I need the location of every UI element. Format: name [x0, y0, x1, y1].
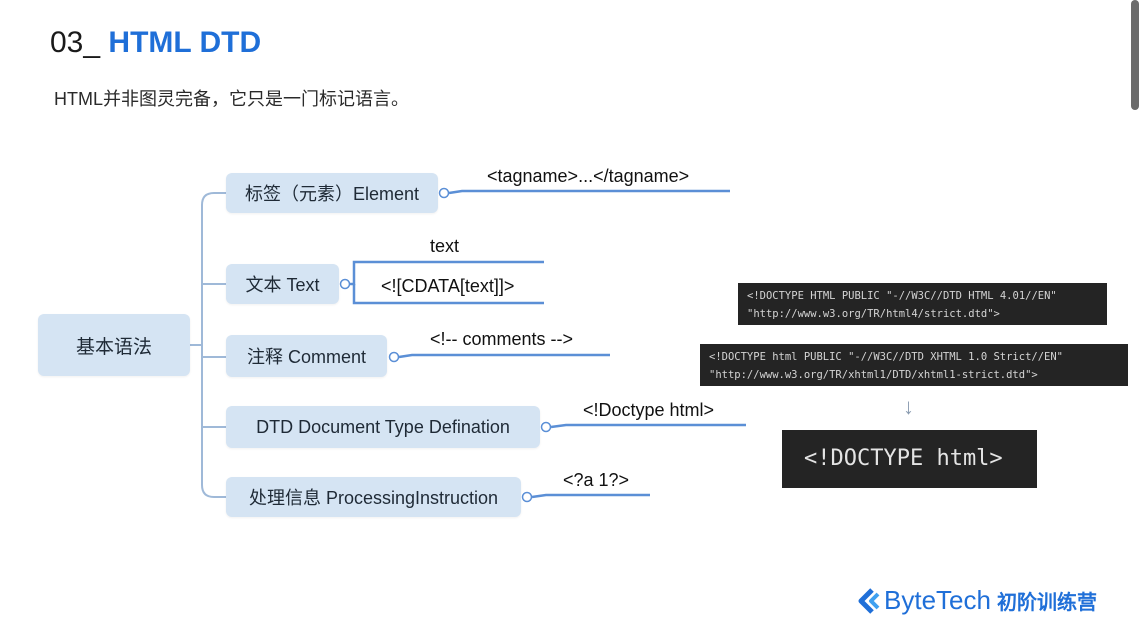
text-plain-label: text — [430, 236, 460, 256]
slide-title: 03_ HTML DTD — [50, 26, 261, 60]
code-line: <!DOCTYPE html PUBLIC "-//W3C//DTD XHTML… — [709, 351, 1064, 363]
mindmap-root-node: 基本语法 — [38, 314, 190, 376]
text-cdata-label: <![CDATA[text]]> — [381, 276, 515, 296]
doctype-syntax-label: <!Doctype html> — [583, 400, 715, 420]
vertical-scrollbar[interactable] — [1131, 0, 1139, 110]
brand-name: ByteTech — [884, 585, 991, 615]
title-prefix: 03_ — [50, 26, 101, 59]
down-arrow-icon: ↓ — [903, 394, 914, 419]
branch-dtd-node: DTD Document Type Defination — [226, 406, 540, 448]
code-line: <!DOCTYPE HTML PUBLIC "-//W3C//DTD HTML … — [747, 290, 1057, 302]
html4-doctype-code: <!DOCTYPE HTML PUBLIC "-//W3C//DTD HTML … — [738, 283, 1107, 325]
brand-tag: 初阶训练营 — [996, 592, 1097, 614]
code-line: "http://www.w3.org/TR/html4/strict.dtd"> — [747, 308, 1000, 320]
comment-syntax-label: <!-- comments --> — [430, 329, 574, 349]
bytetech-mark-icon — [858, 587, 880, 614]
processing-syntax-label: <?a 1?> — [563, 470, 630, 490]
title-text: HTML DTD — [108, 26, 262, 59]
slide-subtitle: HTML并非图灵完备，它只是一门标记语言。 — [54, 89, 409, 109]
branch-comment-node: 注释 Comment — [226, 335, 387, 377]
html5-doctype-code: <!DOCTYPE html> — [782, 430, 1037, 488]
element-syntax-label: <tagname>...</tagname> — [487, 166, 690, 186]
branch-element-node: 标签（元素）Element — [226, 173, 438, 213]
code-line: "http://www.w3.org/TR/xhtml1/DTD/xhtml1-… — [709, 369, 1038, 381]
xhtml-doctype-code: <!DOCTYPE html PUBLIC "-//W3C//DTD XHTML… — [700, 344, 1128, 386]
branch-processing-node: 处理信息 ProcessingInstruction — [226, 477, 521, 517]
bytetech-logo: ByteTech 初阶训练营 — [858, 585, 1097, 616]
branch-text-node: 文本 Text — [226, 264, 339, 304]
